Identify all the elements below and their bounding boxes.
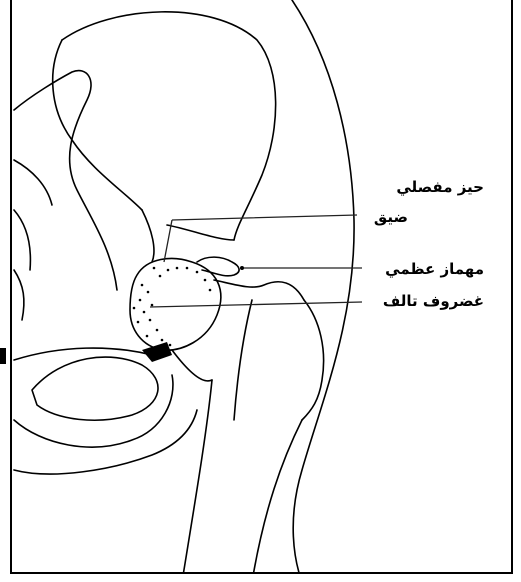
iliac-wing-left-edge	[53, 40, 142, 210]
greater-trochanter	[302, 300, 324, 420]
label-damaged-cartilage: غضروف تالف	[383, 292, 484, 310]
hip-joint-illustration	[12, 0, 513, 574]
femoral-neck-lower	[172, 350, 212, 381]
body-contour-line	[292, 0, 354, 574]
narrow-joint-space-band	[142, 342, 172, 362]
femur-shaft-left	[182, 380, 212, 574]
label-bone-spur: مهماز عظمي	[385, 260, 484, 278]
femur-inner-line	[234, 300, 252, 420]
illustration-frame	[10, 0, 513, 574]
cropped-edge-mark	[0, 348, 6, 364]
pubic-ramus-lower	[14, 375, 173, 447]
acetabulum-rim	[142, 210, 234, 262]
sacrum-outline	[14, 71, 117, 290]
leader-narrow-joint-space	[164, 215, 357, 262]
sacral-curve-3	[14, 270, 24, 320]
bone-spur-pointer	[240, 266, 244, 270]
iliac-wing-outline	[62, 12, 276, 240]
label-narrow-joint-space-line2: ضيق	[374, 208, 408, 226]
femoral-neck-upper	[214, 280, 304, 300]
leader-damaged-cartilage	[150, 302, 362, 307]
obturator-foramen	[32, 357, 158, 420]
label-narrow-joint-space-line1: حيز مفصلي	[396, 178, 484, 196]
sacral-curve-2	[14, 210, 30, 270]
sacral-curve	[14, 160, 52, 205]
femoral-head	[130, 258, 221, 350]
pelvic-brim	[14, 348, 152, 360]
